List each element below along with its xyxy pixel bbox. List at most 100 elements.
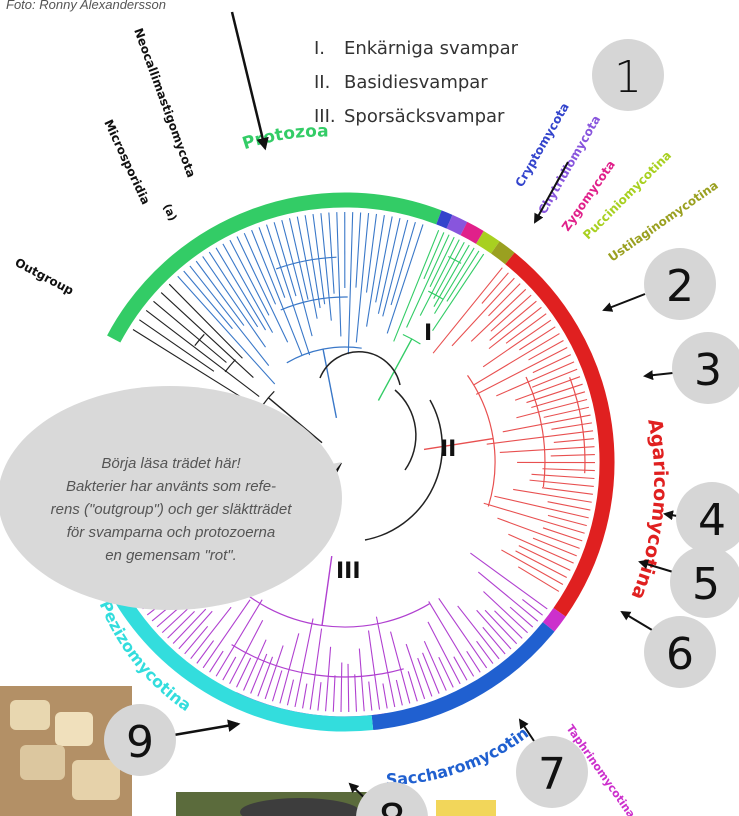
tree-node-arc [232, 645, 404, 677]
tree-branch [497, 518, 579, 548]
photo-detail [10, 700, 50, 730]
tree-branch [391, 222, 415, 305]
tree-branch [223, 244, 273, 333]
clade-label-protozoa: Protozoa [240, 121, 329, 154]
tree-branch [191, 607, 231, 659]
tree-branch [329, 213, 334, 294]
tree-node-arc [195, 334, 205, 345]
tree-branch [503, 415, 591, 432]
tree-branch [501, 550, 563, 585]
tree-branch [506, 314, 546, 344]
ring-segment-taphrinomycotina [549, 612, 560, 627]
tree-branch [487, 431, 593, 444]
tree-branch [454, 657, 467, 681]
tree-branch [430, 237, 454, 287]
tree-branch [551, 455, 595, 456]
tree-branch [516, 551, 567, 578]
tree-branch [359, 649, 364, 712]
photo-fungus-right [436, 800, 496, 816]
tree-branch [529, 340, 564, 359]
clade-label-saccharomycotina: Saccharomycotina [0, 0, 532, 789]
pointer-arrow [168, 724, 238, 736]
group-numeral-ii: II [440, 437, 456, 462]
tree-branch [383, 684, 387, 709]
ring-segment-ustilaginomycotina [495, 247, 510, 258]
ring-segment-cryptomycota [439, 217, 450, 221]
tree-branch [554, 439, 594, 443]
tree-branch [295, 619, 313, 707]
microsporidia-mark: (a) [160, 202, 179, 223]
tree-branch [230, 620, 263, 684]
tree-branch [434, 248, 474, 314]
marker-label: 9 [126, 717, 154, 768]
tree-branch [348, 212, 352, 354]
group-numeral-i: I [424, 321, 432, 346]
marker-label: 4 [698, 495, 726, 546]
tree-branch [197, 641, 214, 664]
tree-branch [244, 233, 275, 304]
group-numeral-iii: III [336, 559, 361, 584]
tree-branch [391, 632, 410, 704]
root-arc [395, 390, 416, 470]
ring-segment-pucciniomycotina [480, 237, 495, 247]
marker-label: 2 [666, 261, 694, 312]
tree-branch [477, 610, 511, 649]
tree-branch [355, 674, 357, 711]
pointer-arrow [232, 12, 265, 148]
tree-branch [139, 320, 214, 372]
tree-branch [532, 474, 595, 478]
tree-branch [179, 611, 212, 649]
tree-branch [530, 480, 594, 486]
tree-branch [273, 670, 282, 701]
tree-trunk [378, 339, 411, 401]
marker-9: 9 [104, 704, 176, 776]
tree-branch [157, 607, 179, 626]
tree-branch [485, 610, 517, 643]
bubble-line: Bakterier har använts som refe- [6, 475, 336, 498]
tree-branch [406, 644, 424, 699]
tree-branch [551, 423, 592, 429]
tree-branch [458, 606, 499, 659]
tree-branch [318, 682, 321, 710]
marker-3: 3 [672, 332, 739, 404]
tree-branch [543, 528, 582, 541]
tree-branch [356, 212, 361, 287]
tree-branch [428, 622, 460, 684]
photo-detail [72, 760, 120, 800]
tree-branch [348, 664, 349, 712]
tree-branch [237, 237, 288, 343]
marker-6: 6 [644, 616, 716, 688]
clade-label-agaricomycotina: Agaricomycotina [626, 417, 671, 603]
pointer-arrow [535, 162, 568, 222]
marker-5: 5 [670, 546, 739, 618]
tree-branch [282, 220, 312, 336]
tree-branch [548, 502, 591, 510]
marker-label: 5 [692, 559, 720, 610]
tree-branch [513, 489, 592, 502]
tree-branch [153, 301, 226, 362]
tree-branch [169, 284, 242, 358]
marker-label: 7 [538, 749, 566, 800]
tree-branch [369, 682, 372, 711]
tree-branch [196, 261, 244, 325]
tree-branch [367, 214, 377, 293]
photo-detail [20, 745, 65, 780]
tree-branch [424, 232, 444, 278]
marker-label: 6 [666, 629, 694, 680]
pointer-arrow [604, 294, 645, 310]
tree-branch [423, 653, 440, 694]
tree-branch [396, 680, 402, 705]
tree-node-arc [526, 377, 545, 487]
root-arc [365, 400, 442, 540]
bubble-line: Börja läsa trädet här! [6, 452, 336, 475]
clade-label-microsporidia: Microsporidia [101, 117, 153, 206]
tree-branch [178, 276, 275, 384]
tree-branch [439, 657, 453, 687]
tree-trunk [424, 439, 493, 450]
tree-branch [491, 295, 531, 331]
tree-branch [337, 212, 341, 336]
info-bubble-text: Börja läsa trädet här! Bakterier har anv… [6, 452, 336, 567]
tree-branch [408, 671, 417, 701]
tree-branch [477, 641, 493, 663]
tree-node-arc [225, 360, 235, 372]
